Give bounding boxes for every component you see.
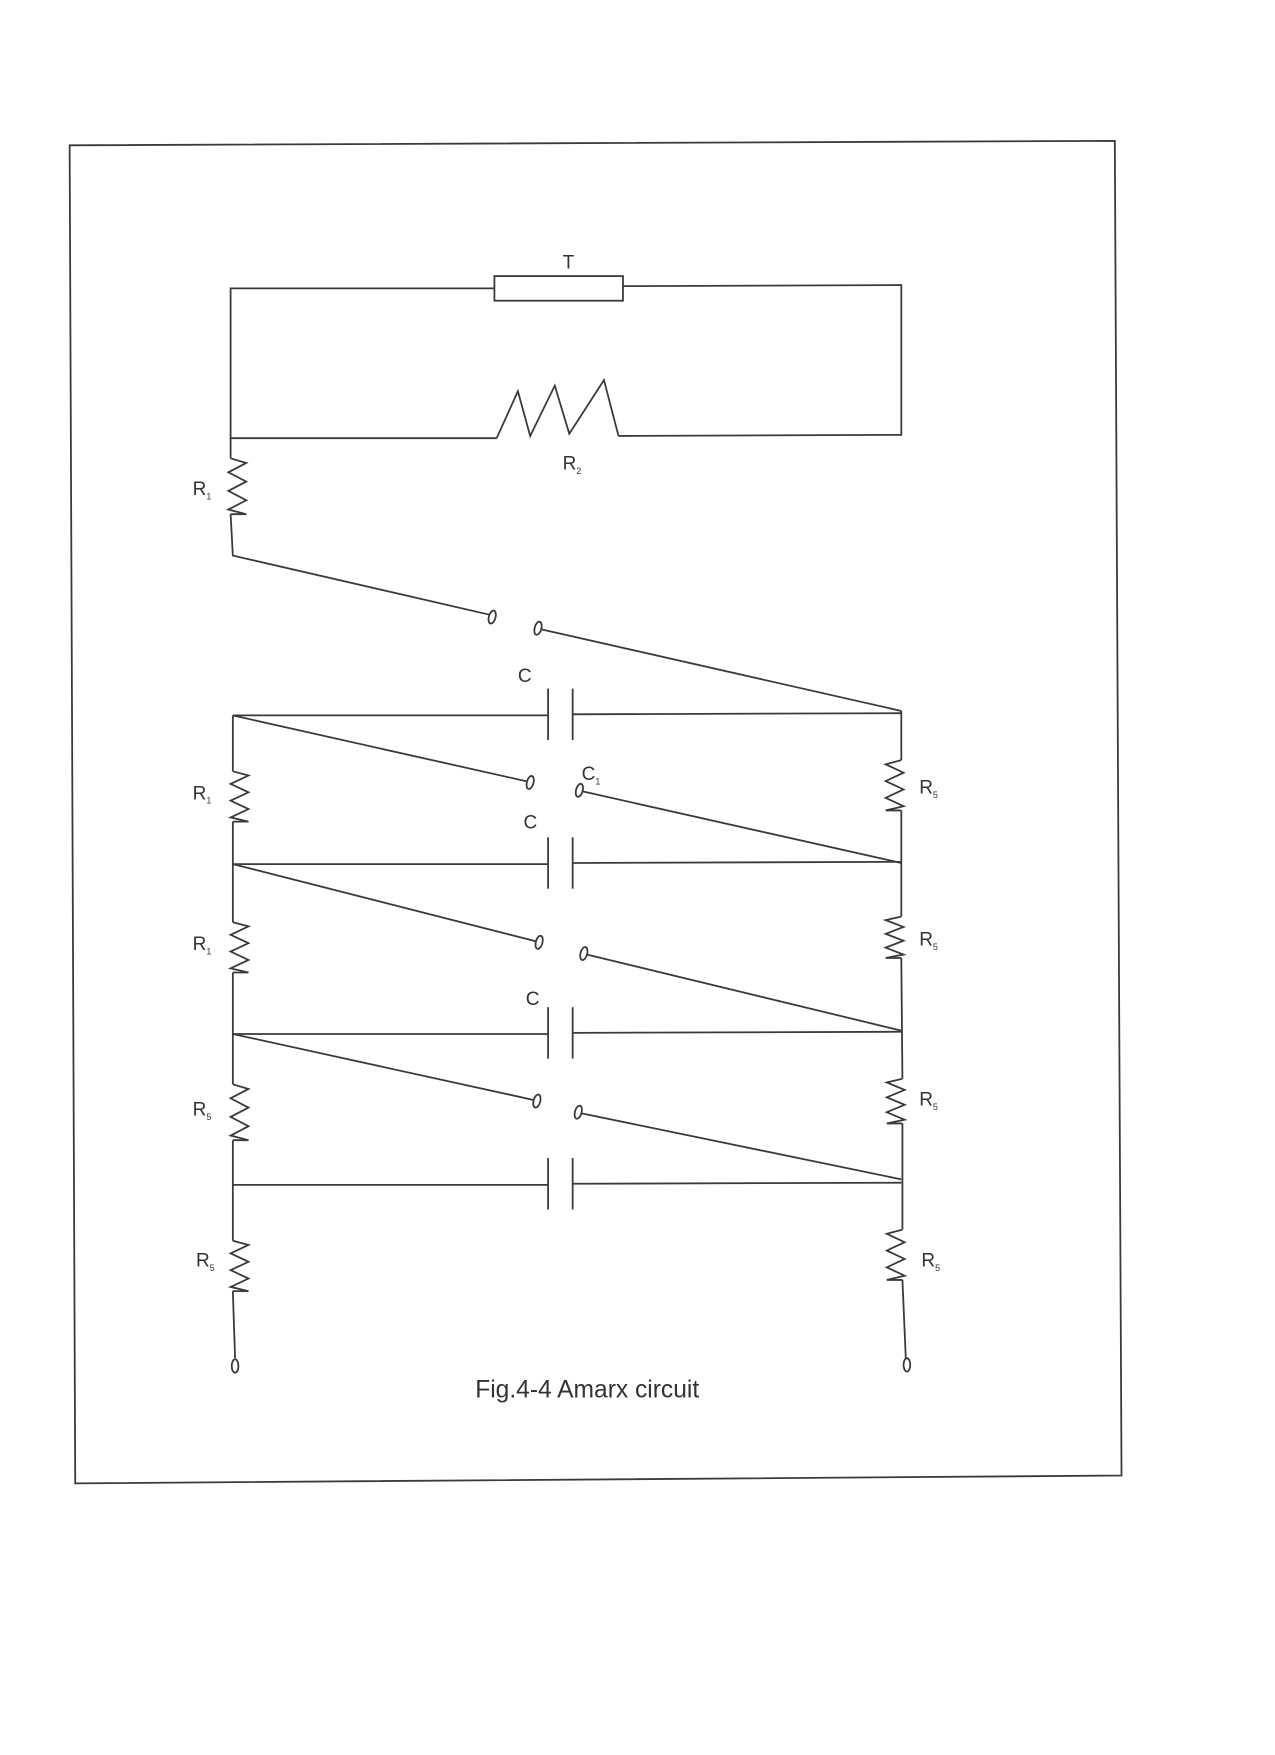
label-C1: C1 xyxy=(582,764,601,786)
label-R1: R1 xyxy=(193,783,212,805)
output-terminal-left xyxy=(230,1358,240,1374)
left-rail xyxy=(231,1291,236,1359)
label-R1: R1 xyxy=(193,934,212,956)
output-terminal-right xyxy=(902,1357,912,1373)
capacitor-2-wire-right xyxy=(572,860,902,864)
right-rail xyxy=(901,1279,907,1359)
spark-gap-contact xyxy=(525,775,535,790)
label-R5: R5 xyxy=(919,930,938,952)
diagonal-right-2 xyxy=(586,953,902,1032)
diagonal-right-3 xyxy=(581,1112,902,1181)
resistor-R5 xyxy=(884,1228,908,1281)
label-R5: R5 xyxy=(919,1090,938,1112)
wire-to-gap xyxy=(229,514,491,616)
trigger-element-T: T xyxy=(493,252,624,302)
label-R5: R5 xyxy=(196,1251,215,1273)
resistor-R5 xyxy=(882,915,907,959)
wire-gap-right xyxy=(541,628,902,712)
resistor-R1 xyxy=(227,921,252,974)
wire-top xyxy=(229,287,497,440)
resistor-R5 xyxy=(228,1083,251,1142)
resistor-R5 xyxy=(883,1077,908,1125)
label-R5: R5 xyxy=(193,1100,212,1122)
spark-gap-contact xyxy=(534,934,544,950)
spark-gap-contact xyxy=(533,620,543,636)
label-R2: R2 xyxy=(563,453,582,475)
resistor-R5 xyxy=(883,759,907,812)
label-C: C xyxy=(518,666,532,687)
label-T: T xyxy=(563,252,575,273)
capacitor-1-wire-right xyxy=(572,712,902,716)
label-R1-top: R1 xyxy=(193,479,212,501)
diagonal-right-1 xyxy=(582,790,902,864)
resistor-R1 xyxy=(227,770,252,823)
resistor-R1-top xyxy=(225,457,249,516)
label-R5: R5 xyxy=(919,778,938,800)
spark-gap-contact xyxy=(487,609,497,625)
spark-gap-contact xyxy=(579,946,589,961)
label-C: C xyxy=(526,989,540,1010)
resistor-R5 xyxy=(227,1239,252,1292)
label-R5: R5 xyxy=(921,1251,940,1273)
capacitor-3-wire-right xyxy=(572,1030,902,1034)
label-C: C xyxy=(523,812,537,833)
capacitor-4-wire-right xyxy=(572,1181,902,1185)
diagonal-left-2 xyxy=(232,863,536,943)
diagonal-left-3 xyxy=(232,1033,534,1101)
diagonal-left-1 xyxy=(232,714,528,783)
spark-gap-contact xyxy=(574,782,584,798)
spark-gap-contact xyxy=(573,1104,583,1120)
resistor-R2 xyxy=(495,377,620,439)
figure-caption: Fig.4-4 Amarx circuit xyxy=(475,1376,699,1403)
right-rail xyxy=(900,957,904,1079)
frame-border xyxy=(68,139,1123,1485)
wire-top-right xyxy=(618,284,903,437)
spark-gap-contact xyxy=(532,1093,542,1109)
